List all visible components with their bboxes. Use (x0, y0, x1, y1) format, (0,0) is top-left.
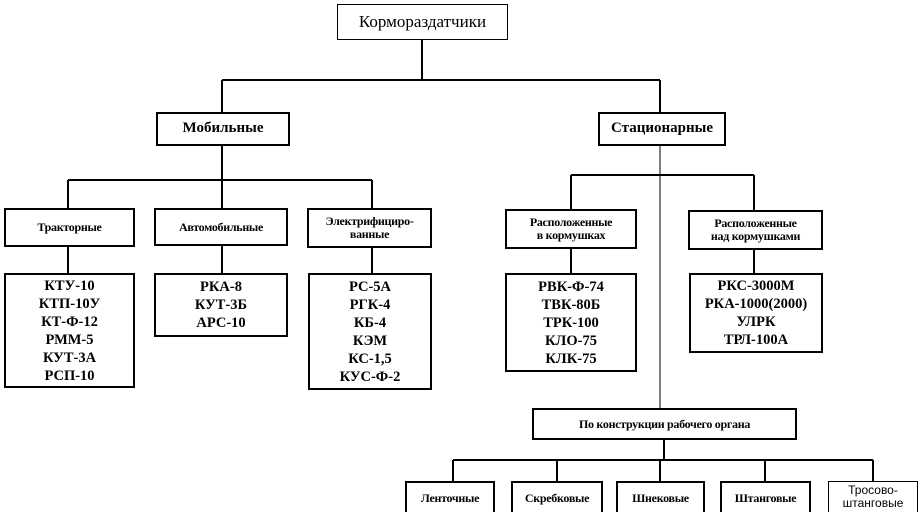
list-item: АРС-10 (196, 315, 246, 331)
automobile-node: Автомобильные (154, 208, 288, 246)
in-feeders-label-2: в кормушках (536, 228, 606, 242)
list-item: РММ-5 (45, 331, 94, 348)
list-item: УЛРК (736, 314, 776, 330)
list-item: КТП-10У (38, 295, 101, 312)
stationary-list-connectors (570, 249, 755, 273)
type-label: Скребковые (524, 490, 590, 505)
type-label-1: Тросово- (848, 483, 898, 497)
automobile-label: Автомобильные (178, 219, 264, 234)
mobile-list-connectors (67, 246, 373, 273)
electrified-list: РС-5А РГК-4 КБ-4 КЭМ КС-1,5 КУС-Ф-2 (308, 273, 432, 390)
above-feeders-label-2: над кормушками (710, 229, 801, 243)
scraper-type-node: Скребковые (511, 481, 603, 512)
automobile-list: РКА-8 КУТ-3Б АРС-10 (154, 273, 288, 337)
stationary-label: Стационарные (611, 120, 713, 137)
list-item: ТРЛ-100А (723, 332, 789, 348)
in-feeders-label-1: Расположенные (529, 215, 613, 230)
cable-rod-type-node: Тросово-штанговые (828, 481, 918, 512)
list-item: РКА-8 (200, 279, 242, 295)
construction-connector (452, 440, 874, 481)
construction-node: По конструкции рабочего органа (532, 408, 797, 440)
mobile-node: Мобильные (156, 112, 290, 146)
tractor-list: КТУ-10 КТП-10У КТ-Ф-12 РММ-5 КУТ-3А РСП-… (4, 273, 135, 388)
belt-type-node: Ленточные (405, 481, 495, 512)
list-item: КУС-Ф-2 (339, 368, 401, 385)
root-node: Кормораздатчики (337, 4, 508, 40)
stationary-node: Стационарные (598, 112, 726, 146)
tractor-label: Тракторные (37, 220, 102, 235)
electrified-label-2: ванные (349, 227, 390, 241)
list-item: РГК-4 (349, 296, 391, 313)
list-item: КЭМ (352, 332, 388, 349)
list-item: РСП-10 (44, 367, 95, 384)
type-label-2: штанговые (842, 495, 904, 510)
in-feeders-list: РВК-Ф-74 ТВК-80Б ТРК-100 КЛО-75 КЛК-75 (505, 273, 637, 372)
mobile-connector (67, 146, 373, 208)
tractor-node: Тракторные (4, 208, 135, 247)
root-connector (221, 40, 661, 112)
root-label: Кормораздатчики (358, 12, 487, 32)
list-item: КЛК-75 (545, 350, 597, 367)
mobile-label: Мобильные (182, 120, 264, 137)
stationary-connector (570, 174, 755, 210)
type-label: Штанговые (734, 490, 797, 505)
electrified-node: Электрифициро-ванные (307, 208, 432, 248)
auger-type-node: Шнековые (616, 481, 705, 512)
above-feeders-label-1: Расположенные (714, 216, 797, 231)
list-item: РКС-3000М (717, 278, 795, 294)
list-item: КТ-Ф-12 (41, 313, 98, 330)
list-item: КТУ-10 (44, 277, 95, 294)
construction-label: По конструкции рабочего органа (578, 416, 751, 431)
list-item: ТРК-100 (543, 314, 599, 331)
list-item: КУТ-3Б (194, 297, 248, 313)
list-item: КБ-4 (353, 314, 387, 331)
rod-type-node: Штанговые (720, 481, 811, 512)
list-item: КС-1,5 (348, 350, 392, 367)
list-item: КЛО-75 (545, 332, 597, 349)
list-item: РВК-Ф-74 (538, 278, 604, 295)
list-item: РКА-1000(2000) (704, 296, 808, 312)
type-label: Шнековые (632, 490, 689, 505)
type-label: Ленточные (420, 490, 480, 505)
electrified-label-1: Электрифициро- (325, 214, 414, 229)
list-item: ТВК-80Б (541, 296, 601, 313)
above-feeders-list: РКС-3000М РКА-1000(2000) УЛРК ТРЛ-100А (689, 273, 823, 353)
list-item: КУТ-3А (42, 349, 97, 366)
list-item: РС-5А (348, 278, 392, 295)
